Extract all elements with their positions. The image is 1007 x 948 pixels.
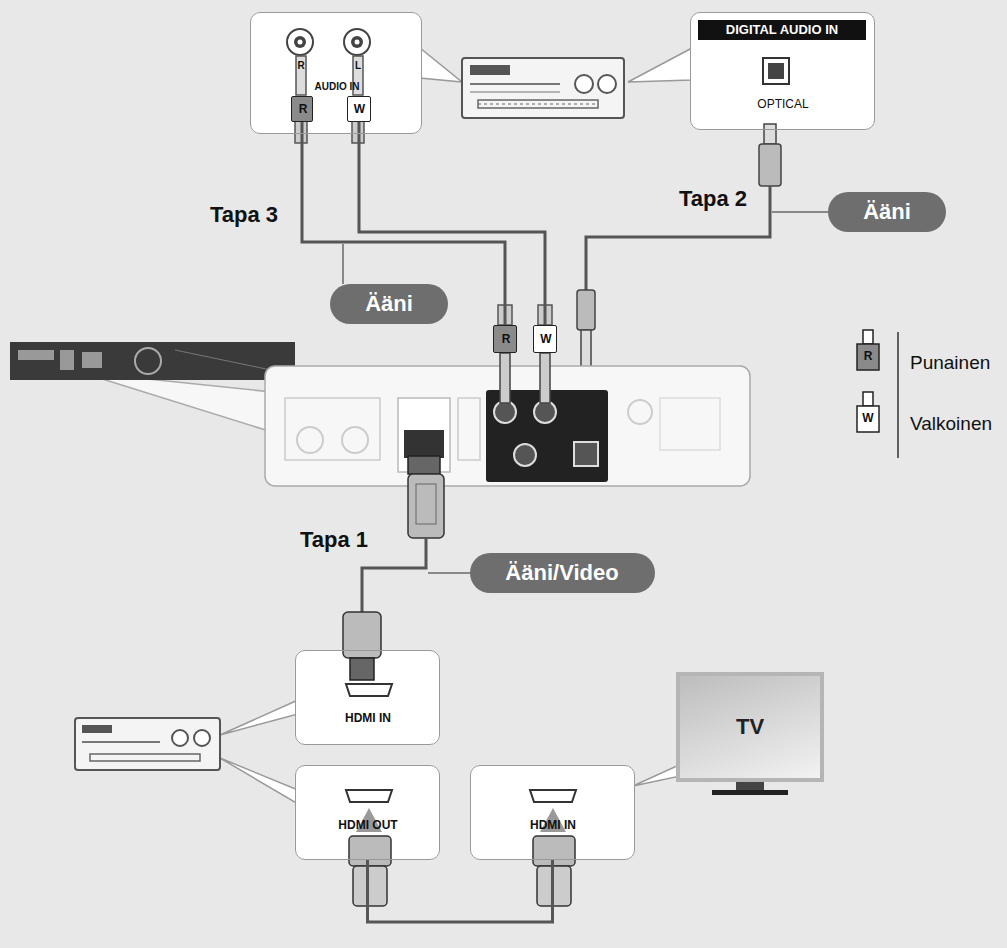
callout-tail bbox=[220, 758, 298, 804]
hdmi-cable bbox=[343, 456, 444, 680]
node-text: OPTICAL bbox=[757, 98, 808, 111]
signal-pill: Ääni/Video bbox=[470, 553, 655, 593]
node-text: L bbox=[355, 60, 361, 71]
node-text: W bbox=[540, 333, 551, 346]
node-text: DIGITAL AUDIO IN bbox=[698, 20, 866, 40]
rca-plug: R bbox=[493, 325, 517, 353]
callout-fill bbox=[295, 650, 440, 745]
node-text: Ääni bbox=[365, 292, 413, 316]
rca-plug-stem bbox=[540, 353, 550, 403]
node-text: TV bbox=[736, 715, 764, 739]
callout-tail bbox=[628, 48, 692, 82]
legend-text: Punainen bbox=[910, 353, 990, 374]
blu-ray-player bbox=[10, 342, 295, 380]
hdmi-callout: HDMI IN bbox=[295, 650, 440, 745]
cable bbox=[368, 860, 553, 922]
node-text: R bbox=[299, 103, 308, 116]
legend-divider bbox=[897, 332, 899, 458]
cable bbox=[359, 122, 545, 325]
audio-in-callout: R L AUDIO IN R W bbox=[250, 12, 422, 134]
method-label: Tapa 3 bbox=[210, 203, 278, 227]
receiver bbox=[75, 718, 220, 770]
node-text: AUDIO IN bbox=[315, 81, 360, 92]
node-text: R bbox=[502, 333, 511, 346]
signal-pill: Ääni bbox=[330, 284, 448, 324]
rca-jack bbox=[287, 29, 370, 55]
rca-plug: W bbox=[347, 96, 370, 122]
leader-line bbox=[428, 572, 470, 574]
rca-plug: R bbox=[291, 96, 313, 122]
node-text: Ääni bbox=[863, 200, 911, 224]
callout-fill bbox=[690, 12, 875, 130]
legend-text: Valkoinen bbox=[910, 414, 992, 435]
cable bbox=[302, 122, 505, 325]
method-label: Tapa 1 bbox=[300, 528, 368, 552]
tv-stand bbox=[736, 782, 764, 790]
node-text: W bbox=[354, 103, 365, 116]
node-text: HDMI IN bbox=[345, 712, 391, 725]
leader-line bbox=[772, 211, 828, 213]
hdmi-callout: HDMI OUT bbox=[295, 765, 440, 860]
signal-pill: Ääni bbox=[828, 192, 946, 232]
callout-tail bbox=[420, 48, 462, 82]
tv-stand bbox=[712, 790, 788, 795]
rca-plug: W bbox=[533, 325, 557, 353]
hdmi-callout: HDMI IN bbox=[470, 765, 635, 860]
leader-line bbox=[342, 244, 344, 284]
tv-screen: TV bbox=[676, 672, 824, 782]
node-text: R bbox=[297, 60, 304, 71]
legend-plug bbox=[857, 330, 879, 432]
node-text: Ääni/Video bbox=[505, 561, 618, 585]
plug-letter: R bbox=[864, 350, 873, 363]
hdmi-port bbox=[346, 684, 576, 802]
amplifier bbox=[462, 58, 624, 118]
node-text: HDMI IN bbox=[530, 819, 576, 832]
node-text: HDMI OUT bbox=[338, 819, 397, 832]
plug-letter: W bbox=[862, 412, 873, 425]
rca-plug-stem bbox=[500, 353, 510, 403]
callout-tail bbox=[80, 372, 272, 432]
optical-jack bbox=[763, 58, 789, 84]
method-label: Tapa 2 bbox=[679, 187, 747, 211]
digital-audio-callout: DIGITAL AUDIO IN OPTICAL bbox=[690, 12, 875, 130]
callout-fill bbox=[250, 12, 422, 134]
callout-tail bbox=[220, 700, 298, 735]
